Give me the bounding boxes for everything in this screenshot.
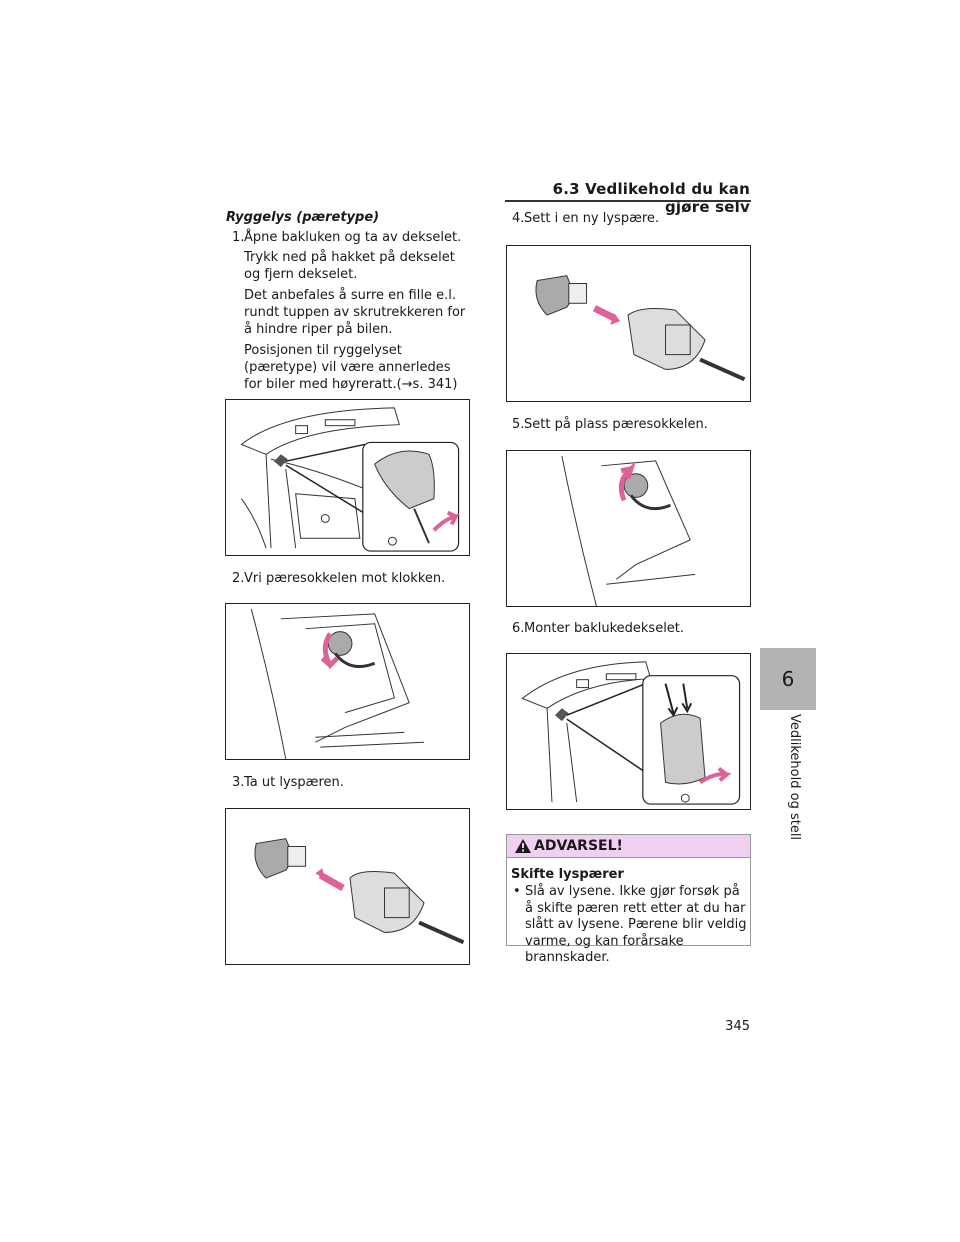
chapter-label: Vedlikehold og stell	[787, 713, 802, 841]
page-number: 345	[725, 1019, 750, 1034]
section-title: 6.3 Vedlikehold du kan gjøre selv	[552, 180, 750, 216]
header-rule	[505, 200, 751, 202]
figure-rotate-socket	[225, 603, 470, 760]
step-4-number: 4.	[512, 211, 525, 226]
warning-header-text: ADVARSEL!	[534, 838, 623, 854]
figure-open-tailgate-remove-cover	[225, 399, 470, 556]
step-6-text: Monter baklukedekselet.	[524, 621, 685, 636]
insert-bulb-illustration	[535, 275, 746, 382]
warning-header: ADVARSEL!	[507, 835, 750, 858]
step-4-text: Sett i en ny lyspære.	[524, 211, 660, 226]
warning-bullet: •	[513, 884, 521, 899]
step-3-text: Ta ut lyspæren.	[244, 775, 344, 790]
warning-icon	[515, 839, 531, 853]
figure-mount-cover	[506, 653, 751, 810]
remove-bulb-illustration	[254, 838, 465, 945]
step-6-number: 6.	[512, 621, 525, 636]
step-2-text: Vri pæresokkelen mot klokken.	[244, 571, 446, 586]
chapter-tab[interactable]: 6	[760, 648, 816, 710]
subheading: Ryggelys (pæretype)	[226, 210, 380, 225]
step-1-text: Åpne bakluken og ta av dekselet.	[244, 230, 462, 245]
tailgate-illustration	[240, 407, 460, 552]
paragraph-3: Posisjonen til ryggelyset (pæretype) vil…	[244, 343, 458, 392]
step-5-number: 5.	[512, 417, 525, 432]
warning-title: Skifte lyspærer	[511, 867, 624, 882]
figure-insert-bulb	[506, 245, 751, 402]
figure-remove-bulb	[225, 808, 470, 965]
step-1-number: 1.	[232, 230, 245, 245]
step-5-text: Sett på plass pæresokkelen.	[524, 417, 708, 432]
step-3-number: 3.	[232, 775, 245, 790]
step-2-number: 2.	[232, 571, 245, 586]
warning-box: ADVARSEL! Skifte lyspærer • Slå av lysen…	[506, 834, 751, 965]
socket-refit-illustration	[561, 455, 696, 606]
mount-cover-illustration	[521, 661, 741, 805]
warning-text: Slå av lysene. Ikke gjør forsøk på å ski…	[525, 884, 747, 965]
figure-refit-socket	[506, 450, 751, 607]
paragraph-1: Trykk ned på hakket på dekselet og fjern…	[244, 250, 455, 282]
paragraph-2: Det anbefales å surre en fille e.l. rund…	[244, 288, 466, 337]
socket-rotate-illustration	[250, 608, 425, 759]
